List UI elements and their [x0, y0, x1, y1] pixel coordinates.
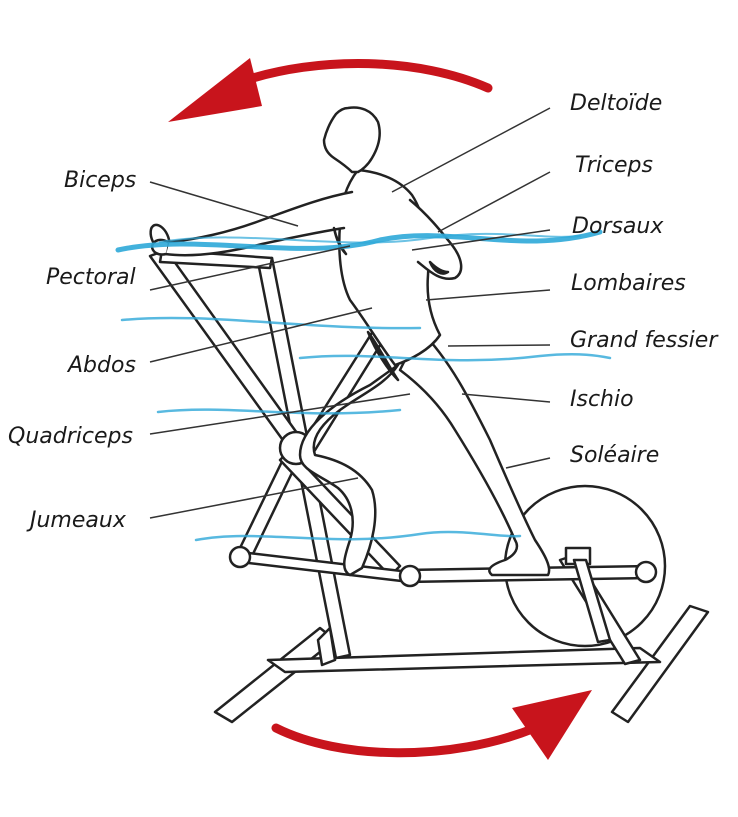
- base-back-foot: [215, 628, 335, 722]
- top-motion-arrow: [168, 58, 488, 122]
- back-leg: [400, 330, 549, 575]
- label-pectoral: Pectoral: [46, 267, 136, 289]
- label-abdos: Abdos: [68, 355, 136, 377]
- label-ischio: Ischio: [570, 389, 634, 411]
- head: [324, 108, 380, 172]
- label-jumeaux: Jumeaux: [30, 510, 126, 532]
- label-quadriceps: Quadriceps: [8, 426, 133, 448]
- leader-biceps: [150, 182, 298, 226]
- leader-abdos: [150, 308, 372, 362]
- label-biceps: Biceps: [64, 170, 136, 192]
- leader-grand-fessier: [448, 345, 550, 346]
- leader-triceps: [438, 172, 550, 232]
- leader-lombaires: [426, 290, 550, 300]
- leader-ischio: [462, 394, 550, 402]
- bottom-motion-arrow: [276, 690, 592, 760]
- label-grand-fessier: Grand fessier: [570, 330, 717, 352]
- label-deltoide: Deltoïde: [570, 93, 662, 115]
- label-dorsaux: Dorsaux: [572, 216, 663, 238]
- leader-soleaire: [506, 458, 550, 468]
- label-soleaire: Soléaire: [570, 445, 659, 467]
- label-lombaires: Lombaires: [571, 273, 686, 295]
- leader-deltoide: [392, 108, 550, 192]
- label-triceps: Triceps: [575, 155, 653, 177]
